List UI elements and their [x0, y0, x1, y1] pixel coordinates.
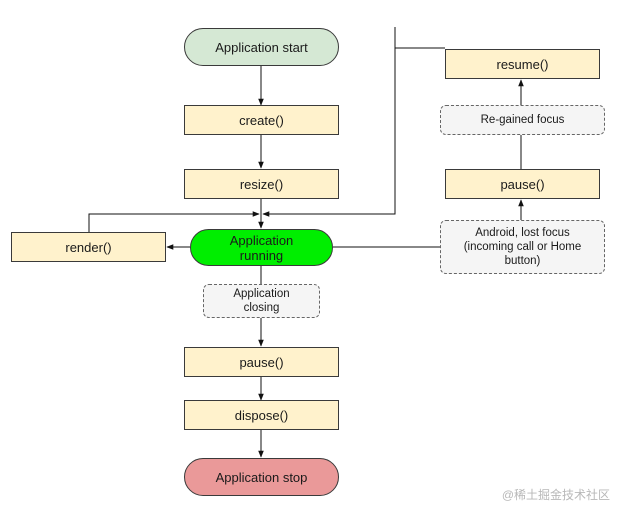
arrow-render-loop [88, 211, 260, 232]
node-create: create() [184, 105, 339, 135]
arrow-resume-to-running [262, 27, 445, 217]
note-label: Android, lost focus (incoming call or Ho… [463, 227, 582, 267]
node-label: resume() [496, 56, 549, 72]
note-regained-focus: Re-gained focus [440, 105, 605, 135]
node-label: resize() [239, 176, 284, 192]
node-label: pause() [500, 176, 545, 192]
node-label: dispose() [234, 407, 289, 423]
node-render: render() [11, 232, 166, 262]
node-application-running: Application running [190, 229, 333, 266]
node-label: create() [239, 112, 284, 128]
node-label: Application running [229, 232, 294, 263]
node-resume: resume() [445, 49, 600, 79]
node-label: Application stop [215, 469, 308, 485]
node-pause-side: pause() [445, 169, 600, 199]
node-label: Application start [215, 39, 308, 55]
node-pause-main: pause() [184, 347, 339, 377]
note-label: Application closing [233, 288, 290, 314]
note-label: Re-gained focus [480, 114, 565, 126]
node-resize: resize() [184, 169, 339, 199]
watermark: @稀土掘金技术社区 [501, 488, 610, 502]
note-android-lost-focus: Android, lost focus (incoming call or Ho… [440, 220, 605, 274]
node-application-stop: Application stop [184, 458, 339, 496]
node-dispose: dispose() [184, 400, 339, 430]
node-application-start: Application start [184, 28, 339, 66]
node-label: render() [65, 239, 112, 255]
node-label: pause() [239, 354, 284, 370]
note-application-closing: Application closing [203, 284, 320, 318]
